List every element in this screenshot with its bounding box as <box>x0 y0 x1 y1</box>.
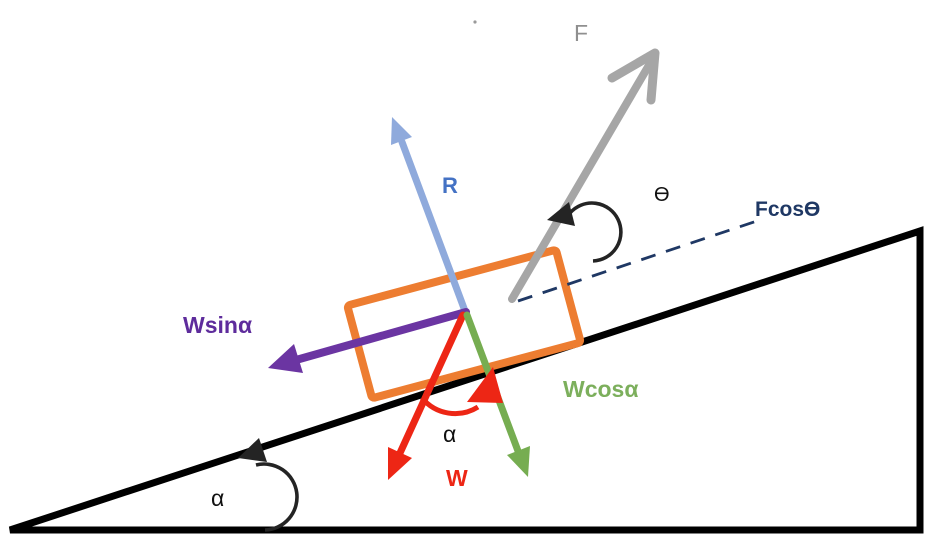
label-applied-force: F <box>574 20 588 46</box>
label-reaction-force: R <box>442 173 458 198</box>
fcos-dashed-line <box>517 219 758 303</box>
block-rectangle <box>343 246 585 402</box>
small-dot <box>473 20 477 24</box>
label-base-alpha-angle: α <box>211 485 224 511</box>
label-fcos-component: Fcosϴ <box>755 198 820 221</box>
theta-angle-arc <box>568 201 623 263</box>
theta-angle-arrowhead <box>547 202 575 226</box>
inclined-plane-triangle <box>8 226 924 534</box>
weight-alpha-angle-arrowhead <box>467 367 503 403</box>
weight-arrow <box>396 311 467 457</box>
label-weight-alpha-angle: α <box>443 421 456 447</box>
reaction-force-arrow <box>398 138 469 315</box>
weight-alpha-angle-arc <box>420 396 480 417</box>
weight-arrowhead <box>388 447 412 480</box>
weight-perpendicular-arrowhead <box>507 446 530 477</box>
applied-force-arrowhead <box>607 48 660 105</box>
applied-force-arrow <box>508 56 656 303</box>
base-alpha-angle-arrowhead <box>238 438 267 462</box>
base-alpha-angle-arc <box>255 462 299 532</box>
label-theta-angle: ϴ <box>654 184 670 206</box>
label-weight: W <box>446 465 468 491</box>
label-weight-perpendicular: Wcosα <box>563 376 638 402</box>
reaction-force-arrowhead <box>391 117 412 145</box>
label-weight-parallel: Wsinα <box>183 312 252 338</box>
weight-parallel-arrowhead <box>268 344 303 373</box>
weight-parallel-arrow <box>292 308 470 364</box>
